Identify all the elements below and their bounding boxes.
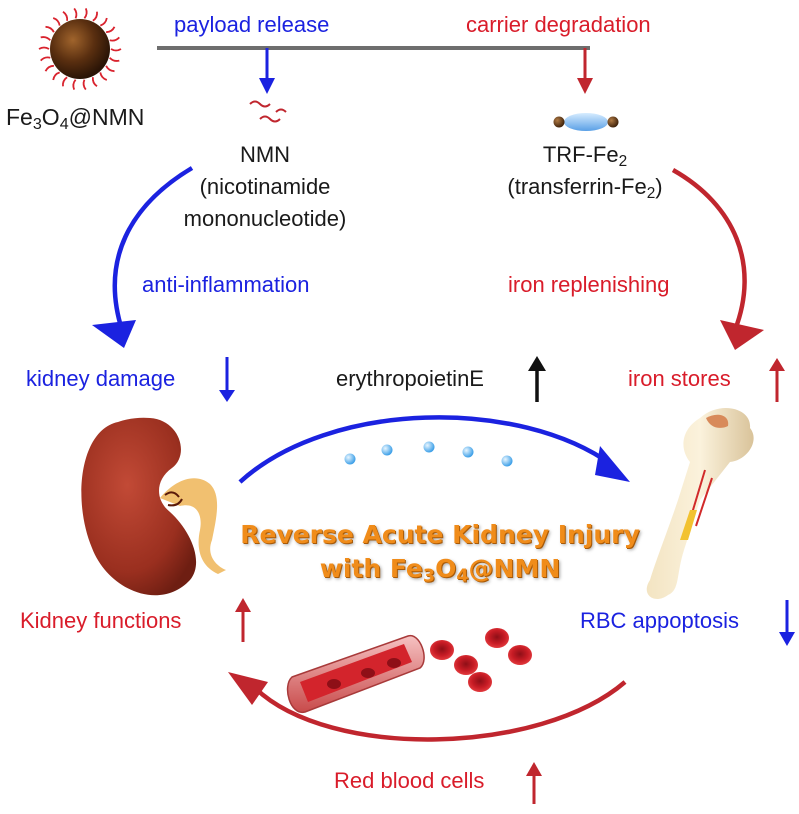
nanoparticle-label: Fe3O4@NMN (6, 104, 145, 134)
ligand-strand (91, 77, 98, 88)
transferrin-icon (553, 113, 619, 131)
nmn-name: NMN (239, 142, 291, 167)
ligand-strand (73, 7, 78, 19)
rbc-apoptosis-down-arrow (779, 600, 795, 646)
red-blood-cells-up-arrow (526, 762, 542, 804)
ligand-strand (82, 79, 87, 91)
ligand-strand (99, 17, 108, 27)
payload-release-label: payload release (174, 12, 330, 37)
erythropoietin-up-arrow (528, 356, 546, 402)
kidney-to-bone-arrow (238, 415, 614, 484)
trf-full-label: (transferrin-Fe2) (507, 174, 663, 202)
title-line2: with Fe3O4@NMN (319, 554, 561, 587)
iron-stores-label: iron stores (628, 366, 731, 391)
iron-stores-up-arrow (769, 358, 785, 402)
ligand-strand (109, 57, 120, 62)
ligand-strand (52, 71, 61, 81)
ligand-strand (40, 56, 51, 62)
kidney-functions-label: Kidney functions (20, 608, 182, 633)
ligand-strand (52, 17, 61, 26)
iron-replenishing-arrow (671, 168, 747, 331)
nanoparticle-icon (38, 7, 122, 91)
ligand-strand (92, 11, 98, 22)
bone-icon (646, 407, 754, 600)
kidney-damage-down-arrow (219, 357, 235, 402)
kidney-damage-label: kidney damage (26, 366, 176, 391)
bone-to-kidney-arrow (253, 680, 627, 742)
kidney-functions-up-arrow (235, 598, 251, 642)
ligand-strand (62, 76, 68, 87)
kidney-icon (81, 417, 226, 596)
ligand-strand (99, 72, 108, 81)
epo-droplet-icon (344, 441, 513, 467)
nmn-full-line2: mononucleotide) (183, 206, 347, 231)
title-line1: Reverse Acute Kidney Injury (240, 520, 640, 549)
iron-replenishing-label: iron replenishing (508, 272, 670, 297)
ligand-strand (72, 79, 77, 90)
ligand-strand (110, 48, 122, 52)
ligand-strand (45, 25, 55, 33)
ligand-strand (44, 64, 54, 72)
ligand-strand (109, 36, 120, 42)
diagram-title: Reverse Acute Kidney Injury with Fe3O4@N… (160, 518, 720, 586)
nmn-molecule-icon (249, 100, 287, 123)
nmn-full-line1: (nicotinamide (199, 174, 331, 199)
red-blood-cell-icon (430, 628, 532, 692)
ligand-strand (83, 8, 88, 19)
carrier-degradation-label: carrier degradation (466, 12, 651, 37)
blood-vessel-icon (286, 635, 425, 713)
red-blood-cells-label: Red blood cells (334, 768, 485, 793)
ligand-strand (106, 26, 116, 34)
ligand-strand (62, 10, 69, 21)
ligand-strand (40, 36, 51, 41)
ligand-strand (105, 65, 115, 73)
anti-inflammation-arrow (112, 166, 194, 331)
rbc-apoptosis-label: RBC appoptosis (580, 608, 739, 633)
trf-label: TRF-Fe2 (542, 142, 628, 170)
erythropoietin-label: erythropoietinE (336, 366, 484, 391)
anti-inflammation-label: anti-inflammation (142, 272, 310, 297)
ligand-strand (38, 46, 50, 50)
